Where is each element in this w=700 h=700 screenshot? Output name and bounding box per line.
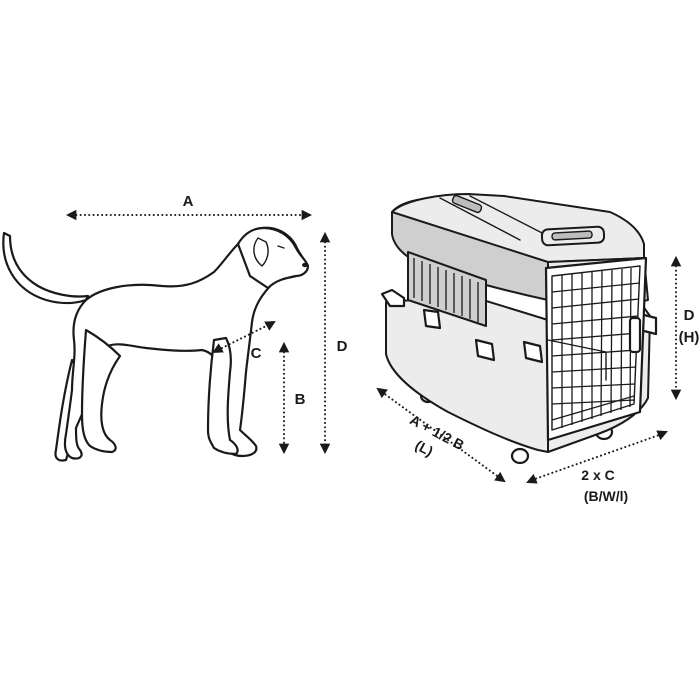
dim-line-crate-length <box>381 391 501 479</box>
dog-illustration <box>2 226 310 462</box>
label-b: B <box>295 391 306 408</box>
label-crate-width-sub: (B/W/l) <box>584 488 628 504</box>
dim-line-c <box>217 323 271 351</box>
label-a: A <box>183 193 194 210</box>
label-crate-width: 2 x C <box>581 467 614 483</box>
dim-line-crate-width <box>531 433 663 481</box>
pet-crate-illustration <box>380 193 658 465</box>
label-crate-length-sub: (L) <box>413 437 436 460</box>
label-c: C <box>251 345 262 362</box>
label-d-crate: D <box>684 307 695 324</box>
door-grid <box>551 267 641 428</box>
label-d-dog: D <box>337 338 348 355</box>
label-d-crate-sub: (H) <box>679 329 700 346</box>
